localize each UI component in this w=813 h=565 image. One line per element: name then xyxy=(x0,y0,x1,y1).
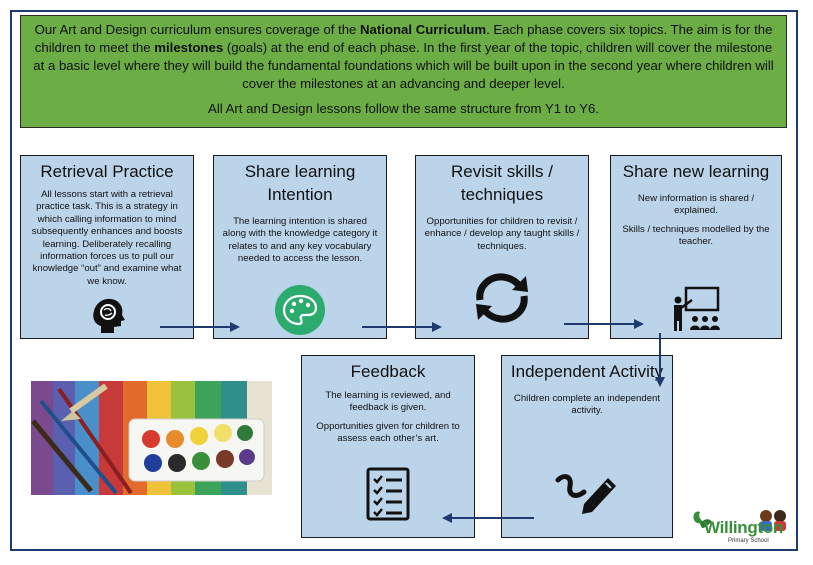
intro-panel: Our Art and Design curriculum ensures co… xyxy=(20,15,787,128)
step-title: Share new learning xyxy=(622,162,770,181)
step-description: Children complete an independent activit… xyxy=(513,393,661,417)
intro-paragraph: Our Art and Design curriculum ensures co… xyxy=(33,22,774,91)
palette-icon xyxy=(275,285,325,335)
checklist-icon xyxy=(366,467,410,521)
step-independent-activity: Independent Activity Children complete a… xyxy=(501,355,673,538)
step-retrieval-practice: Retrieval Practice All lessons start wit… xyxy=(20,155,194,339)
step-description: New information is shared / explained. S… xyxy=(622,193,770,248)
arrow-intention-to-revisit xyxy=(362,322,442,332)
school-logo: Willington Primary School xyxy=(690,506,798,548)
step-title: Revisit skills / techniques xyxy=(450,162,553,204)
intro-structure-note: All Art and Design lessons follow the sa… xyxy=(208,101,599,116)
art-supplies-illustration xyxy=(31,381,272,495)
step-share-learning-intention: Share learning Intention The learning in… xyxy=(213,155,387,339)
arrow-independent-to-feedback xyxy=(442,513,534,523)
arrow-revisit-to-share-new xyxy=(564,319,644,329)
arrow-retrieval-to-intention xyxy=(160,322,240,332)
step-title: Share learning Intention xyxy=(244,162,356,204)
pen-signature-icon xyxy=(555,474,616,514)
teacher-board-icon xyxy=(674,286,720,331)
logo-mark xyxy=(693,510,786,531)
step-feedback: Feedback The learning is reviewed, and f… xyxy=(301,355,475,538)
step-description: The learning is reviewed, and feedback i… xyxy=(316,390,460,445)
step-title: Retrieval Practice xyxy=(40,162,174,181)
arrow-share-new-to-independent xyxy=(655,333,665,387)
step-revisit-skills: Revisit skills / techniques Opportunitie… xyxy=(415,155,589,339)
refresh-icon xyxy=(476,273,528,323)
art-supplies-photo xyxy=(31,381,272,495)
head-brain-icon xyxy=(93,298,125,333)
step-share-new-learning: Share new learning New information is sh… xyxy=(610,155,782,339)
step-description: All lessons start with a retrieval pract… xyxy=(31,189,183,287)
step-title: Independent Activity xyxy=(510,362,664,381)
step-description: Opportunities for children to revisit / … xyxy=(424,216,580,252)
step-title: Feedback xyxy=(350,362,426,381)
school-subtitle: Primary School xyxy=(728,538,769,544)
step-description: The learning intention is shared along w… xyxy=(222,216,378,265)
page-frame xyxy=(10,10,798,551)
school-name: Willington xyxy=(704,518,783,537)
